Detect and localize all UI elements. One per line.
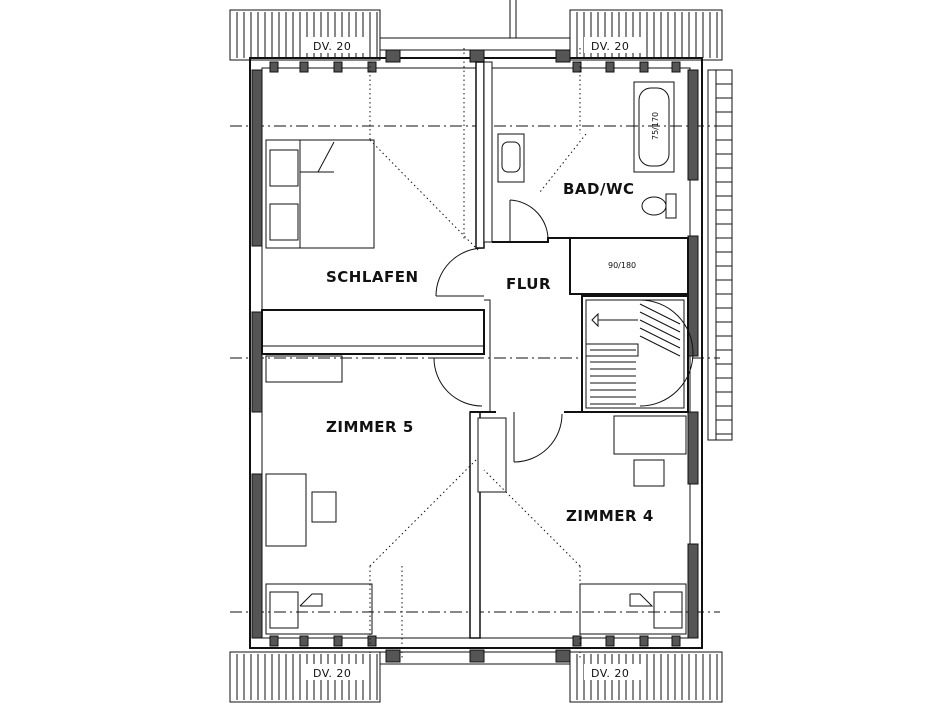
- stair-tread: [639, 335, 681, 357]
- room-label-bad-wc: BAD/WC: [563, 180, 635, 198]
- dormer-label: DV. 20: [591, 667, 629, 680]
- bathtub-size-label: 75/170: [651, 112, 660, 140]
- desk-zimmer4: [613, 415, 687, 487]
- bed-zimmer4: [579, 583, 687, 635]
- washbasin: [497, 133, 525, 183]
- roof-slope-lines: [369, 48, 587, 660]
- stair-tread: [639, 311, 681, 333]
- room-label-zimmer5: ZIMMER 5: [326, 418, 414, 436]
- bathtub: 75/170: [633, 81, 675, 173]
- doors: [433, 199, 563, 463]
- desk-zimmer5: [265, 355, 343, 547]
- stair-tread: [639, 327, 681, 349]
- toilet: [641, 193, 677, 219]
- dormer-label: DV. 20: [313, 40, 351, 53]
- dormer-label: DV. 20: [313, 667, 351, 680]
- dormer-label: DV. 20: [591, 40, 629, 53]
- room-label-flur: FLUR: [506, 275, 551, 293]
- shower-size-label: 90/180: [608, 261, 636, 270]
- double-bed: [265, 139, 375, 249]
- dormer-top-left: [229, 9, 381, 61]
- stair-tread: [639, 319, 681, 341]
- room-label-schlafen: SCHLAFEN: [326, 268, 419, 286]
- interior-walls: [261, 61, 689, 639]
- staircase: [585, 299, 694, 407]
- dormer-bottom-left: [229, 651, 381, 703]
- stair-tread: [639, 303, 681, 325]
- room-label-zimmer4: ZIMMER 4: [566, 507, 654, 525]
- bed-zimmer5: [265, 583, 373, 635]
- balcony-strip: [707, 69, 733, 441]
